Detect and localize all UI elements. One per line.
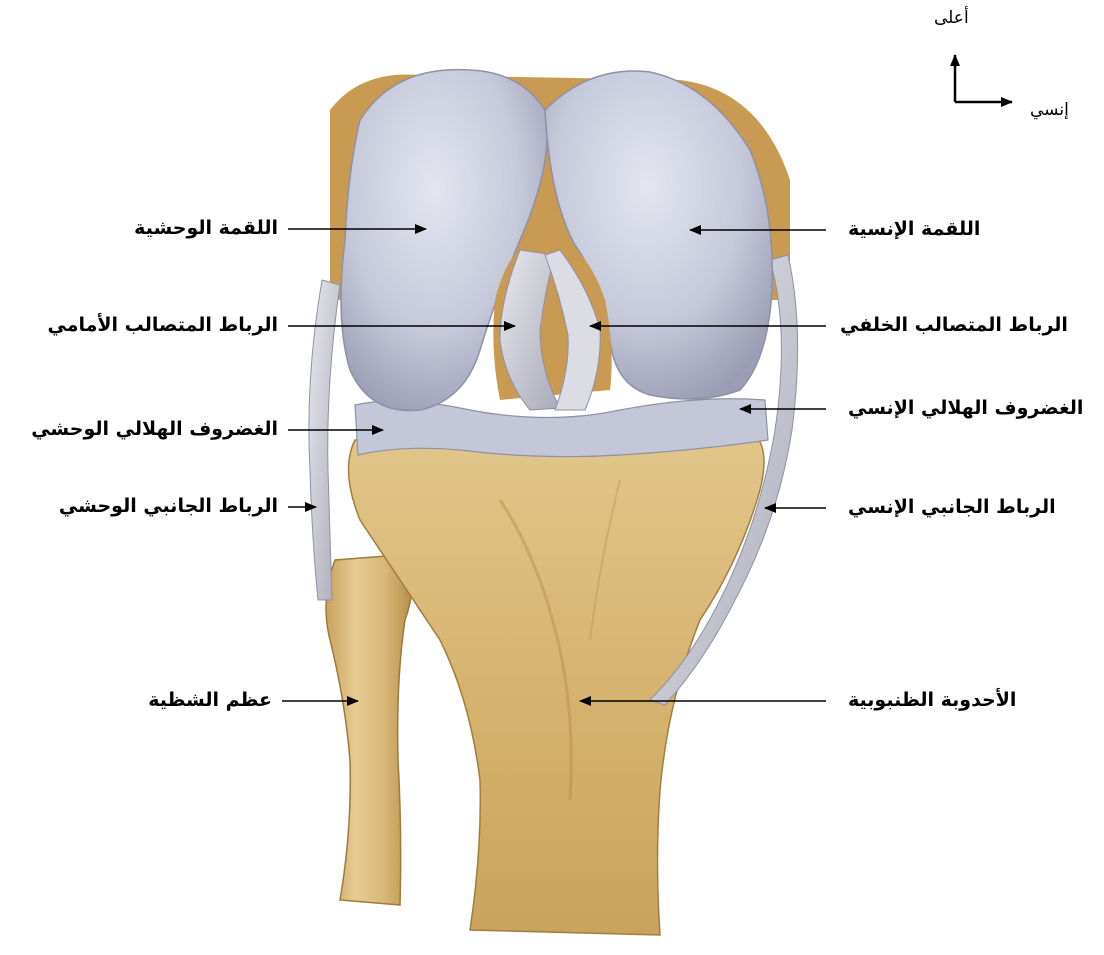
- orientation-medial-label: إنسي: [1030, 102, 1069, 119]
- label-medial-meniscus: الغضروف الهلالي الإنسي: [848, 399, 1083, 418]
- tibia-bone: [349, 435, 764, 935]
- label-tibial-tuberosity: الأحدوبة الظنبوبية: [848, 691, 1016, 710]
- lateral-collateral-ligament: [309, 280, 340, 600]
- label-lateral-meniscus: الغضروف الهلالي الوحشي: [31, 420, 278, 439]
- fibula-bone: [326, 555, 411, 905]
- label-lateral-condyle: اللقمة الوحشية: [134, 219, 278, 238]
- orientation-indicator: [955, 55, 1012, 102]
- label-lateral-collateral: الرباط الجانبي الوحشي: [59, 497, 278, 516]
- label-pcl: الرباط المتصالب الخلفي: [840, 316, 1068, 335]
- orientation-up-label: أعلى: [934, 10, 969, 27]
- label-medial-collateral: الرباط الجانبي الإنسي: [848, 498, 1056, 517]
- label-medial-condyle: اللقمة الإنسية: [848, 220, 980, 239]
- label-fibula: عظم الشظية: [148, 691, 272, 710]
- label-acl: الرباط المتصالب الأمامي: [48, 316, 279, 335]
